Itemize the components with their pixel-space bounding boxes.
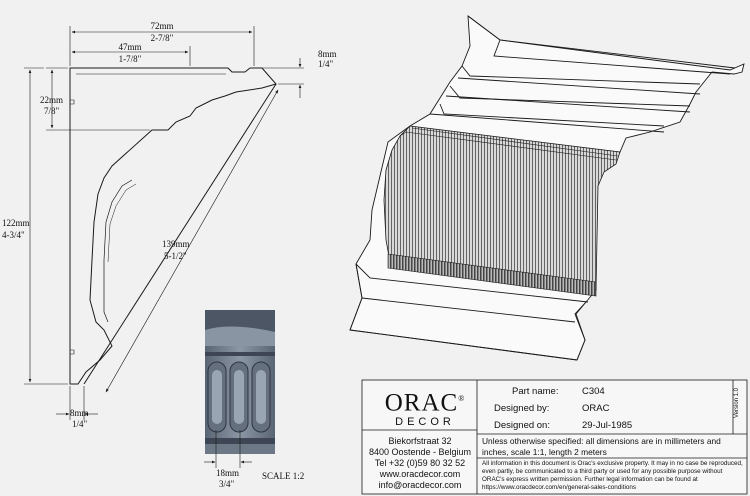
designed-by-label: Designed by:: [494, 403, 550, 414]
dim-72-mm: 72mm: [150, 21, 173, 31]
dim-8-bottom-in: 1/4": [72, 419, 88, 429]
designed-on-label: Designed on:: [494, 420, 550, 431]
part-name-label: Part name:: [512, 386, 559, 397]
dim-18-in: 3/4": [219, 479, 235, 489]
dim-72-in: 2-7/8": [151, 33, 174, 43]
dim-22-in: 7/8": [44, 106, 60, 116]
dim-47-in: 1-7/8": [119, 54, 142, 64]
dimension-lines: [24, 26, 304, 420]
dim-139-mm: 139mm: [162, 239, 190, 249]
part-name-value: C304: [582, 386, 605, 397]
dim-139-in: 5-1/2": [164, 251, 187, 261]
logo-registered: ®: [458, 394, 466, 403]
dim-122-mm: 122mm: [2, 218, 30, 228]
dentil-band: [387, 253, 597, 297]
dim-8-bottom-mm: 8mm: [70, 408, 89, 418]
address-line: Biekorfstraat 32: [388, 436, 452, 446]
designed-on-value: 29-Jul-1985: [582, 420, 633, 431]
address-block: Biekorfstraat 32 8400 Oostende - Belgium…: [364, 436, 476, 491]
dim-8-top-mm: 8mm: [318, 49, 337, 59]
address-line: 8400 Oostende - Belgium: [368, 447, 472, 457]
dim-8-top-in: 1/4": [318, 59, 334, 69]
dimension-texts: 72mm 2-7/8" 47mm 1-7/8" 8mm 1/4" 22mm 7/…: [2, 21, 337, 429]
title-block-frame: [361, 379, 748, 495]
isometric-view: [349, 15, 745, 361]
flute-detail: [207, 361, 271, 433]
spec-note: Unless otherwise specified: all dimensio…: [482, 436, 721, 457]
pattern-sample: [204, 310, 275, 468]
dim-22-mm: 22mm: [40, 95, 63, 105]
email-link[interactable]: info@oracdecor.com: [378, 480, 462, 490]
orac-logo: ORAC® DECOR: [380, 386, 470, 429]
website-link[interactable]: www.oracdecor.com: [379, 469, 461, 479]
phone-number: Tel +32 (0)59 80 32 52: [374, 458, 466, 468]
legal-note: All information in this document is Orac…: [482, 460, 743, 491]
dim-122-in: 4-3/4": [2, 230, 25, 240]
version-label: Version 1.0: [734, 387, 740, 419]
dim-47-mm: 47mm: [118, 42, 141, 52]
logo-main: ORAC: [384, 389, 459, 417]
logo-sub: DECOR: [395, 416, 455, 429]
scale-label: SCALE 1:2: [262, 471, 304, 481]
dim-18-mm: 18mm: [216, 468, 239, 478]
designed-by-value: ORAC: [582, 403, 610, 414]
